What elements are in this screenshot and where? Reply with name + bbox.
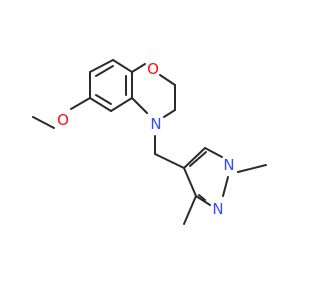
bond <box>112 59 133 73</box>
bond <box>183 167 197 197</box>
bond <box>195 195 211 206</box>
methoxy-group <box>32 97 91 129</box>
bond <box>110 97 133 112</box>
pyrazole-ring <box>183 147 267 225</box>
bond <box>198 194 206 201</box>
bond <box>131 63 146 73</box>
bond <box>70 97 91 110</box>
bond <box>204 147 223 158</box>
bond <box>89 59 114 73</box>
pyrazole-n1-label: N <box>223 156 234 174</box>
bond <box>183 147 206 169</box>
bond <box>89 97 112 112</box>
bond <box>222 176 229 197</box>
amine-nitrogen-label: N <box>150 115 161 133</box>
bond <box>154 153 185 169</box>
oxazine-ring <box>131 63 176 118</box>
ring-oxygen-label: O <box>147 60 159 78</box>
bond <box>163 109 176 118</box>
bond <box>95 65 114 77</box>
benzene-ring <box>89 59 133 112</box>
bond <box>32 116 55 129</box>
pyrazole-n2-label: N <box>212 200 223 218</box>
methoxy-oxygen-label: O <box>57 111 69 129</box>
bond <box>95 94 112 105</box>
molecule-structure-diagram: O O N N N <box>32 59 267 225</box>
bond <box>189 151 207 167</box>
bond <box>183 195 197 225</box>
bond <box>159 74 176 86</box>
bond <box>237 164 267 173</box>
methylene-linker <box>154 135 185 169</box>
bond <box>131 97 148 114</box>
